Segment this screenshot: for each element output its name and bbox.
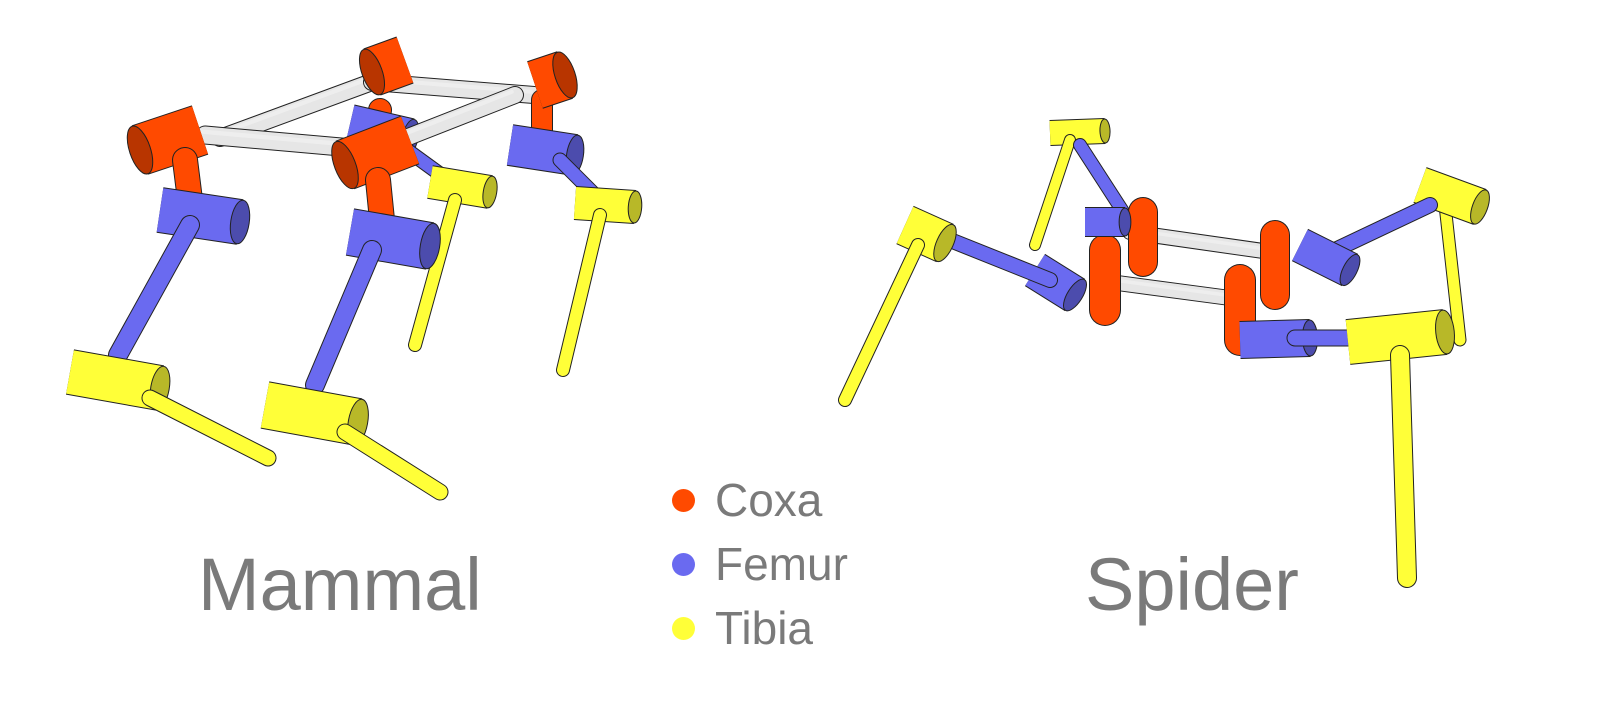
femur-joint bbox=[506, 124, 585, 176]
body-rod bbox=[211, 73, 381, 147]
tibia-link bbox=[838, 238, 925, 407]
tibia-link bbox=[336, 423, 449, 501]
spider-label: Spider bbox=[1085, 543, 1299, 626]
legend-label-femur: Femur bbox=[715, 538, 848, 590]
red-dot-icon bbox=[672, 488, 695, 512]
coxa-joint bbox=[1128, 197, 1158, 277]
legend-label-tibia: Tibia bbox=[715, 602, 813, 654]
legend-item-tibia: Tibia bbox=[672, 596, 848, 660]
tibia-joint bbox=[896, 205, 957, 263]
body-rod bbox=[1102, 274, 1253, 308]
femur-link bbox=[1073, 138, 1129, 217]
legend-item-femur: Femur bbox=[672, 532, 848, 596]
blue-dot-icon bbox=[672, 552, 695, 576]
tibia-link bbox=[556, 208, 607, 377]
coxa-joint bbox=[1089, 234, 1121, 326]
spider-robot-model bbox=[838, 118, 1490, 588]
tibia-link bbox=[1390, 345, 1417, 588]
tibia-link bbox=[1029, 134, 1076, 251]
tibia-joint bbox=[1049, 118, 1111, 146]
tibia-link bbox=[408, 193, 462, 352]
tibia-joint bbox=[427, 165, 498, 209]
coxa-joint bbox=[1260, 220, 1290, 310]
tibia-link bbox=[141, 389, 277, 467]
tibia-joint bbox=[1345, 309, 1455, 365]
coxa-joint bbox=[1224, 264, 1256, 356]
femur-link bbox=[305, 240, 382, 395]
femur-link bbox=[937, 230, 1058, 288]
legend-item-coxa: Coxa bbox=[672, 468, 848, 532]
tibia-link bbox=[1438, 198, 1467, 347]
femur-joint bbox=[1291, 228, 1361, 287]
mammal-label: Mammal bbox=[198, 543, 482, 626]
legend: Coxa Femur Tibia bbox=[672, 468, 848, 660]
coxa-joint bbox=[331, 115, 420, 190]
coxa-joint bbox=[527, 51, 578, 109]
femur-joint bbox=[156, 187, 251, 245]
tibia-joint bbox=[1413, 167, 1490, 225]
tibia-joint bbox=[573, 186, 643, 224]
coxa-joint bbox=[126, 105, 209, 175]
yellow-dot-icon bbox=[672, 616, 695, 640]
femur-link bbox=[108, 215, 200, 365]
femur-joint bbox=[1085, 207, 1132, 237]
femur-link bbox=[1327, 197, 1438, 258]
legend-label-coxa: Coxa bbox=[715, 474, 823, 526]
femur-joint bbox=[345, 208, 441, 270]
mammal-robot-model bbox=[65, 36, 643, 501]
coxa-joint bbox=[358, 36, 414, 96]
